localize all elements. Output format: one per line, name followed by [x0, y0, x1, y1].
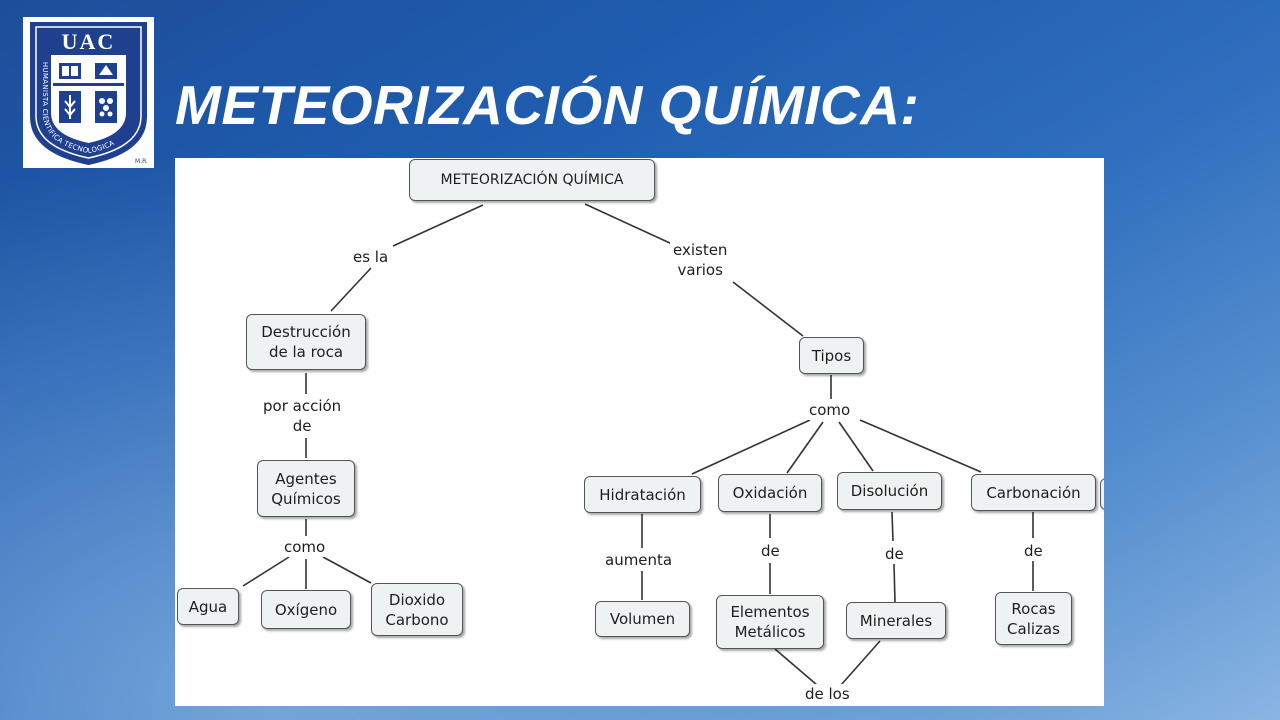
node-oxigeno: Oxígeno	[261, 590, 351, 629]
link-de-los: de los	[802, 684, 853, 704]
node-tipos: Tipos	[799, 337, 864, 374]
node-minerales: Minerales	[846, 602, 946, 639]
node-meteorizacion-quimica: METEORIZACIÓN QUÍMICA	[409, 159, 655, 201]
link-es-la: es la	[350, 247, 392, 267]
svg-text:UAC: UAC	[62, 29, 116, 54]
link-de-disolucion: de	[882, 544, 907, 564]
node-hidratacion: Hidratación	[584, 476, 701, 513]
link-de-carbonacion: de	[1021, 541, 1046, 561]
node-agua: Agua	[177, 588, 239, 625]
node-destruccion-de-la-roca: Destrucción de la roca	[246, 314, 366, 370]
link-aumenta: aumenta	[602, 550, 676, 570]
node-carbonacion: Carbonación	[971, 474, 1096, 511]
node-oxidacion: Oxidación	[718, 474, 822, 512]
node-volumen: Volumen	[595, 601, 690, 637]
node-agentes-quimicos: Agentes Químicos	[257, 460, 355, 517]
link-de-oxidacion: de	[758, 541, 783, 561]
node-dioxido-carbono: Dioxido Carbono	[371, 583, 463, 636]
slide-title: METEORIZACIÓN QUÍMICA:	[175, 74, 920, 136]
logo-mark-text: M.R.	[135, 158, 148, 165]
link-existen-varios: existen varios	[670, 240, 731, 280]
uac-logo: UAC HUMANISTA CIENTIFICA TECNOLOGICA M.R…	[23, 17, 154, 168]
node-rocas-calizas: Rocas Calizas	[995, 592, 1072, 645]
link-como-agentes: como	[281, 537, 329, 557]
node-disolucion: Disolución	[837, 472, 942, 510]
link-por-accion-de: por acción de	[260, 396, 345, 436]
node-cut-off-edge	[1100, 478, 1104, 510]
node-elementos-metalicos: Elementos Metálicos	[716, 595, 824, 649]
concept-map: METEORIZACIÓN QUÍMICA Destrucción de la …	[175, 158, 1104, 706]
concept-map-connectors	[242, 203, 1034, 686]
link-como-tipos: como	[806, 400, 854, 420]
